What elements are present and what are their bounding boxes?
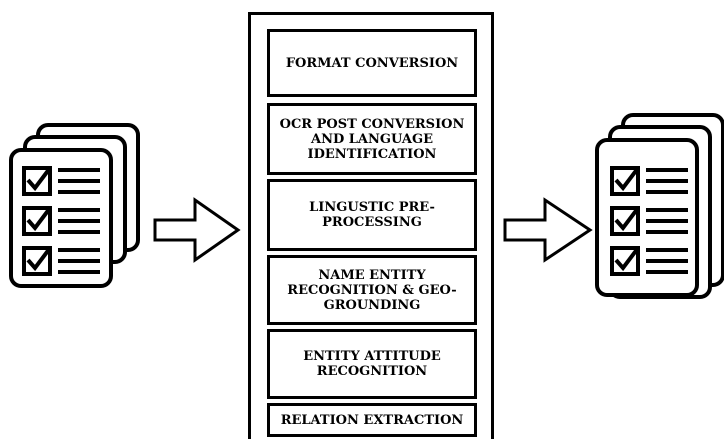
step-entity-attitude-recognition: ENTITY ATTITUDE RECOGNITION xyxy=(267,329,477,399)
step-relation-extraction: RELATION EXTRACTION xyxy=(267,403,477,437)
step-linguistic-preprocessing: LINGUSTIC PRE-PROCESSING xyxy=(267,179,477,251)
step-named-entity-recognition: NAME ENTITY RECOGNITION & GEO-GROUNDING xyxy=(267,255,477,325)
pipeline-container: FORMAT CONVERSION OCR POST CONVERSION AN… xyxy=(248,12,494,439)
step-ocr-post-conversion: OCR POST CONVERSION AND LANGUAGE IDENTIF… xyxy=(267,103,477,175)
step-format-conversion: FORMAT CONVERSION xyxy=(267,29,477,97)
